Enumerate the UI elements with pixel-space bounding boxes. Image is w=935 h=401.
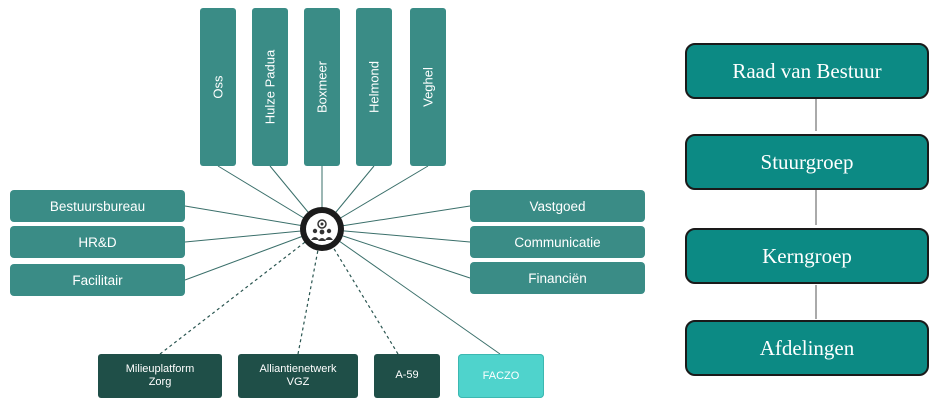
hub-node bbox=[300, 207, 344, 251]
location-label: Hulze Padua bbox=[262, 49, 278, 125]
unit-hrd: HR&D bbox=[10, 226, 185, 258]
location-box-boxmeer: Boxmeer bbox=[304, 8, 340, 166]
location-label: Boxmeer bbox=[314, 60, 330, 114]
people-gear-icon bbox=[311, 219, 333, 241]
org-afdelingen: Afdelingen bbox=[685, 320, 929, 376]
unit-communicatie: Communicatie bbox=[470, 226, 645, 258]
partner-label-line1: Milieuplatform bbox=[125, 362, 195, 375]
unit-vastgoed: Vastgoed bbox=[470, 190, 645, 222]
location-label: Helmond bbox=[366, 60, 382, 114]
org-stuurgroep: Stuurgroep bbox=[685, 134, 929, 190]
partner-faczo: FACZO bbox=[458, 354, 544, 398]
location-box-hulze-padua: Hulze Padua bbox=[252, 8, 288, 166]
partner-label-line1: Alliantienetwerk bbox=[259, 362, 337, 375]
partner-a59: A-59 bbox=[374, 354, 440, 398]
partner-label-line2: Zorg bbox=[148, 376, 172, 388]
location-box-oss: Oss bbox=[200, 8, 236, 166]
unit-bestuursbureau: Bestuursbureau bbox=[10, 190, 185, 222]
partner-label-line2: VGZ bbox=[286, 376, 310, 388]
location-label: Oss bbox=[210, 75, 226, 99]
location-label: Veghel bbox=[420, 67, 436, 107]
org-kerngroep: Kerngroep bbox=[685, 228, 929, 284]
unit-financien: Financiën bbox=[470, 262, 645, 294]
org-raad-van-bestuur: Raad van Bestuur bbox=[685, 43, 929, 99]
unit-facilitair: Facilitair bbox=[10, 264, 185, 296]
location-box-veghel: Veghel bbox=[410, 8, 446, 166]
location-box-helmond: Helmond bbox=[356, 8, 392, 166]
